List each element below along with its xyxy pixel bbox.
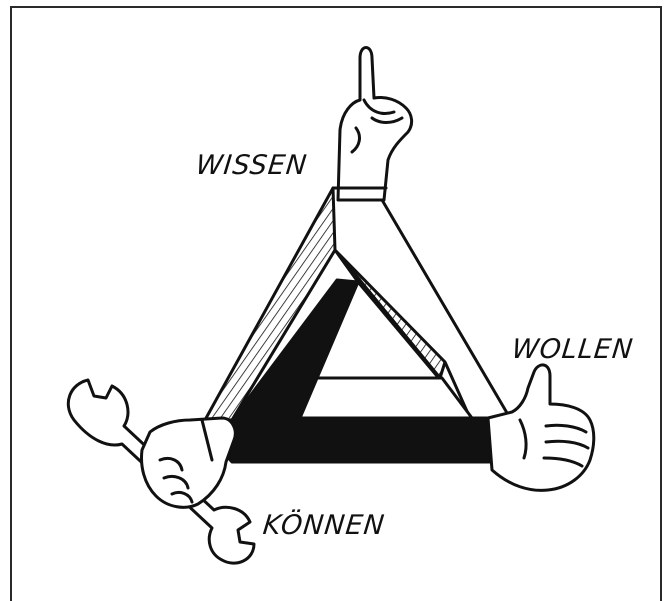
label-wollen: WOLLEN: [510, 334, 635, 365]
label-koennen: KÖNNEN: [261, 510, 386, 541]
thumbs-up-hand-icon: [488, 365, 594, 490]
label-wissen: WISSEN: [194, 150, 308, 181]
pointing-finger-hand-icon: [338, 48, 412, 201]
penrose-triangle: [205, 188, 510, 462]
white-inner-bar: [300, 378, 472, 418]
